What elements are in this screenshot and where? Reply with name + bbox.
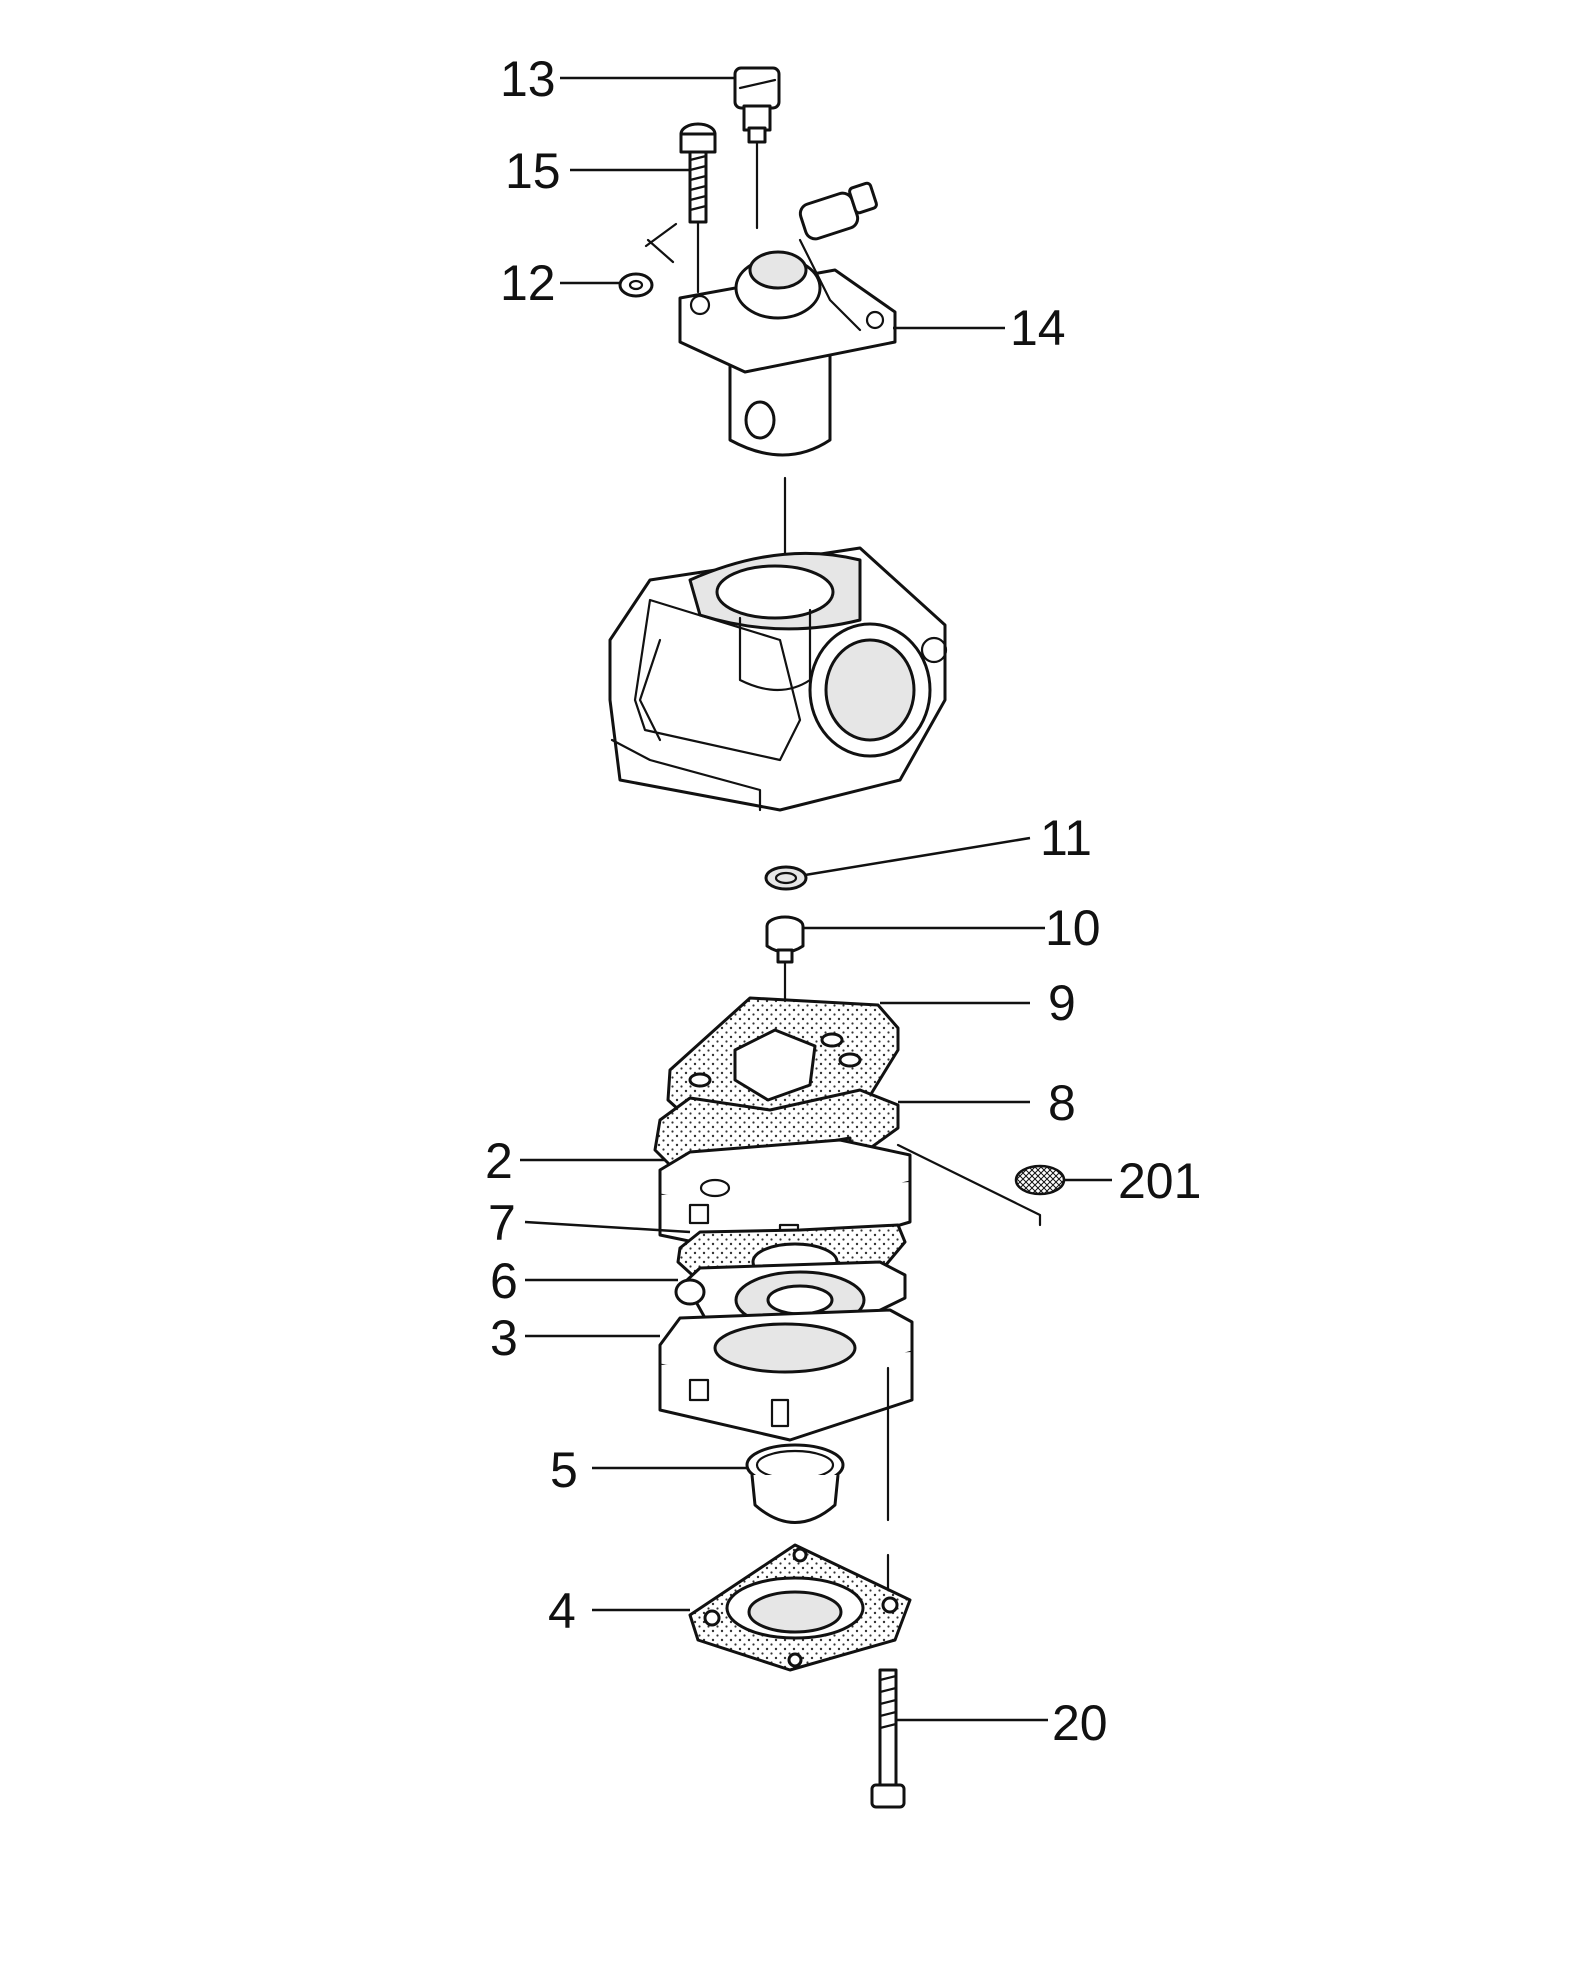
alignment-mark bbox=[644, 222, 678, 264]
part-11-washer bbox=[764, 865, 808, 891]
callout-10: 10 bbox=[1045, 900, 1101, 956]
part-10-needle-seat bbox=[765, 915, 805, 1072]
part-15-screw bbox=[679, 122, 717, 294]
callout-2: 2 bbox=[485, 1133, 513, 1189]
callout-12: 12 bbox=[500, 255, 556, 311]
carburetor-main-body bbox=[608, 546, 948, 812]
part-13-screw bbox=[733, 66, 781, 230]
part-201-filter-screen bbox=[896, 1143, 1066, 1227]
callout-9: 9 bbox=[1048, 975, 1076, 1031]
part-4-gasket-plate bbox=[688, 1543, 912, 1672]
part-14-top-cover bbox=[678, 181, 897, 457]
callout-5: 5 bbox=[550, 1442, 578, 1498]
part-20-bolt bbox=[870, 1668, 906, 1809]
callout-8: 8 bbox=[1048, 1075, 1076, 1131]
part-5-cup bbox=[745, 1443, 845, 1524]
callout-15: 15 bbox=[505, 143, 561, 199]
part-3-lower-body bbox=[658, 1308, 914, 1442]
part-12-washer bbox=[618, 272, 654, 298]
callout-14: 14 bbox=[1010, 300, 1066, 356]
callout-3: 3 bbox=[490, 1310, 518, 1366]
part-9-gasket bbox=[666, 996, 900, 1137]
callout-4: 4 bbox=[548, 1583, 576, 1639]
callout-6: 6 bbox=[490, 1253, 518, 1309]
leader-lines bbox=[520, 76, 1112, 1722]
callout-20: 20 bbox=[1052, 1695, 1108, 1751]
callout-7: 7 bbox=[488, 1195, 516, 1251]
callout-13: 13 bbox=[500, 51, 556, 107]
callout-201: 201 bbox=[1118, 1153, 1201, 1209]
callout-11: 11 bbox=[1040, 810, 1092, 866]
